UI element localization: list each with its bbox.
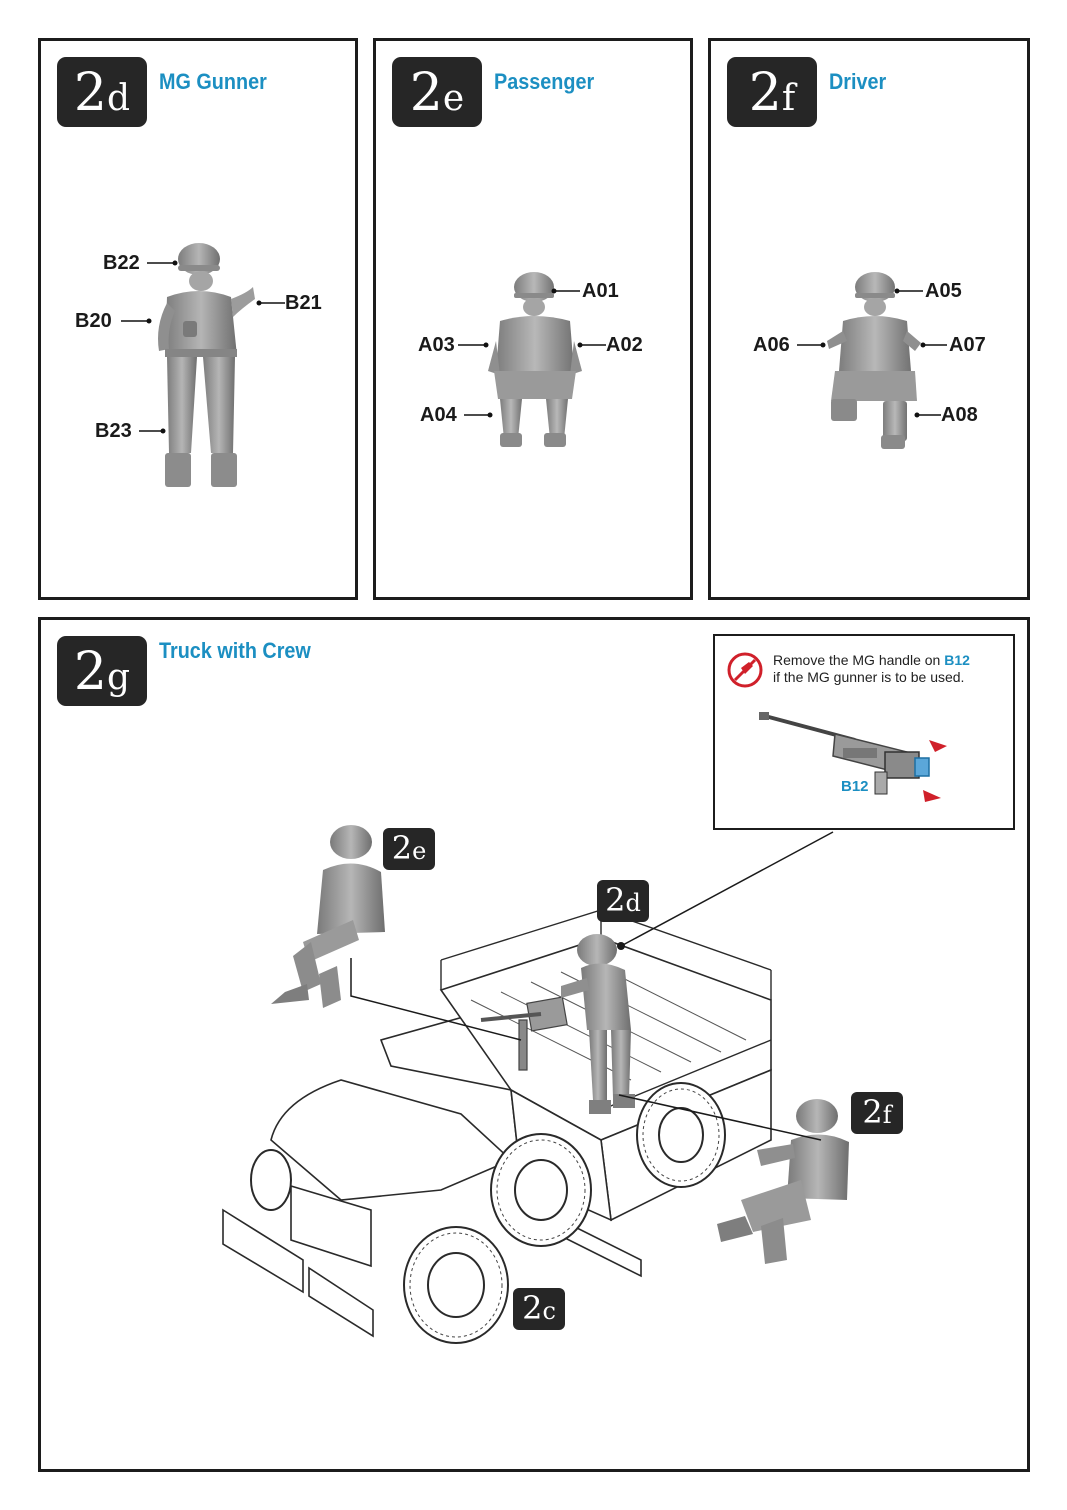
step-letter: e (442, 78, 465, 119)
callout-number: 2 (391, 829, 413, 867)
note-line2: if the MG gunner is to be used. (773, 669, 965, 685)
step-number: 2 (73, 63, 108, 123)
panel-truck-with-crew: 2g Truck with Crew Remove the MG handle … (38, 617, 1030, 1472)
step-badge-2d: 2d (57, 57, 147, 127)
callout-letter: e (412, 837, 427, 865)
step-badge-2e: 2e (392, 57, 482, 127)
note-line1: Remove the MG handle on (773, 652, 945, 668)
step-letter: f (781, 78, 796, 119)
part-label-a05: A05 (925, 280, 962, 302)
panel-title: Passenger (494, 69, 595, 94)
step-number: 2 (748, 63, 782, 123)
note-part-ref: B12 (944, 652, 970, 668)
panel-driver: 2f Driver A05 A06 A07 A08 (708, 38, 1030, 600)
passenger-figure (271, 825, 385, 1008)
part-label-a08: A08 (941, 404, 978, 426)
callout-letter: f (882, 1101, 892, 1129)
callout-badge-2c: 2c (513, 1288, 565, 1330)
panel-title: MG Gunner (159, 69, 267, 94)
cut-icon (727, 652, 763, 688)
machine-gun-diagram (759, 712, 947, 802)
mg-handle-note: Remove the MG handle on B12 if the MG gu… (713, 634, 1015, 830)
part-label-a01: A01 (582, 280, 619, 302)
driver-figure (717, 1099, 849, 1264)
note-text: Remove the MG handle on B12 if the MG gu… (773, 652, 1009, 686)
callout-number: 2 (862, 1093, 883, 1131)
truck-with-crew-drawing (222, 825, 849, 1344)
callout-badge-2d: 2d (597, 880, 649, 922)
part-label-b12: B12 (841, 778, 869, 795)
seated-driver-figure (797, 272, 947, 449)
callout-badge-2f: 2f (851, 1092, 903, 1134)
step-letter: d (107, 78, 131, 119)
callout-letter: d (625, 889, 641, 917)
part-label-a04: A04 (420, 404, 457, 426)
part-label-a03: A03 (418, 334, 455, 356)
panel-mg-gunner: 2d MG Gunner B22 B21 B20 B23 (38, 38, 358, 600)
callout-number: 2 (605, 881, 626, 919)
part-label-a02: A02 (606, 334, 643, 356)
step-badge-2f: 2f (727, 57, 817, 127)
panel-title: Driver (829, 69, 887, 94)
part-label-a07: A07 (949, 334, 986, 356)
seated-passenger-figure (458, 272, 606, 447)
part-label-b21: B21 (285, 292, 322, 314)
step-badge-2g: 2g (57, 636, 147, 706)
step-letter: g (107, 657, 131, 698)
part-label-b20: B20 (75, 310, 112, 332)
callout-badge-2e: 2e (383, 828, 435, 870)
part-label-b23: B23 (95, 420, 132, 442)
part-label-b22: B22 (103, 252, 140, 274)
part-label-a06: A06 (753, 334, 790, 356)
standing-soldier-figure (121, 243, 285, 487)
callout-letter: c (542, 1297, 556, 1325)
step-number: 2 (73, 642, 108, 702)
callout-number: 2 (522, 1289, 543, 1327)
panel-title: Truck with Crew (159, 638, 311, 663)
step-number: 2 (409, 63, 443, 123)
panel-passenger: 2e Passenger A01 A03 A02 A04 (373, 38, 693, 600)
